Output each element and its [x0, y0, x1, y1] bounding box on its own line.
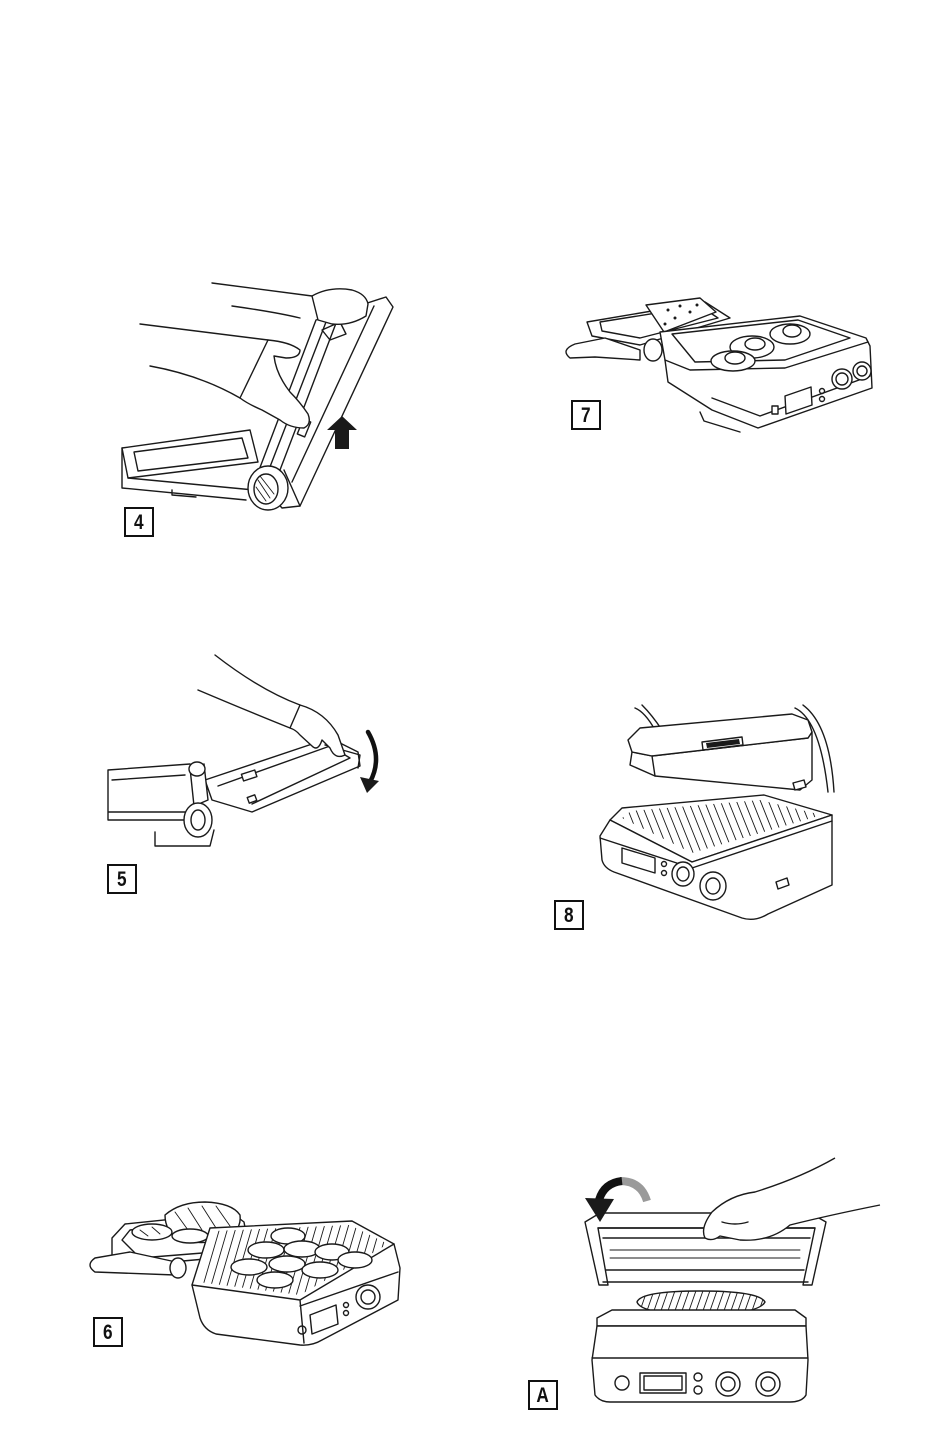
floating-lid: [628, 714, 812, 790]
figure-label-7: 7: [571, 400, 601, 430]
figure-4-illustration: [122, 283, 393, 510]
figure-label-text: 4: [134, 512, 144, 533]
figure-label-text: 5: [117, 869, 127, 890]
curved-arrow-down-icon: [360, 732, 379, 793]
grill-base-plate: [122, 430, 258, 500]
grill-base-body: [592, 1310, 808, 1402]
hinge-cylinder: [248, 466, 288, 510]
figure-7-illustration: [566, 298, 872, 432]
hinge-post: [184, 762, 212, 837]
figure-label-4: 4: [124, 507, 154, 537]
figure-label-6: 6: [93, 1317, 123, 1347]
figure-5-illustration: [108, 655, 379, 846]
figure-8-illustration: [560, 705, 896, 919]
figure-6-illustration: [90, 1200, 436, 1345]
figure-a-illustration: [585, 1158, 880, 1402]
figure-label-8: 8: [554, 900, 584, 930]
figure-label-text: 8: [564, 905, 574, 926]
hand: [198, 655, 345, 756]
figure-label-a: A: [528, 1380, 558, 1410]
figure-label-text: 6: [103, 1322, 113, 1343]
figure-label-text: A: [537, 1385, 549, 1406]
hinge: [170, 1258, 186, 1278]
figure-label-text: 7: [581, 405, 591, 426]
figure-label-5: 5: [107, 864, 137, 894]
hinge: [644, 339, 662, 361]
